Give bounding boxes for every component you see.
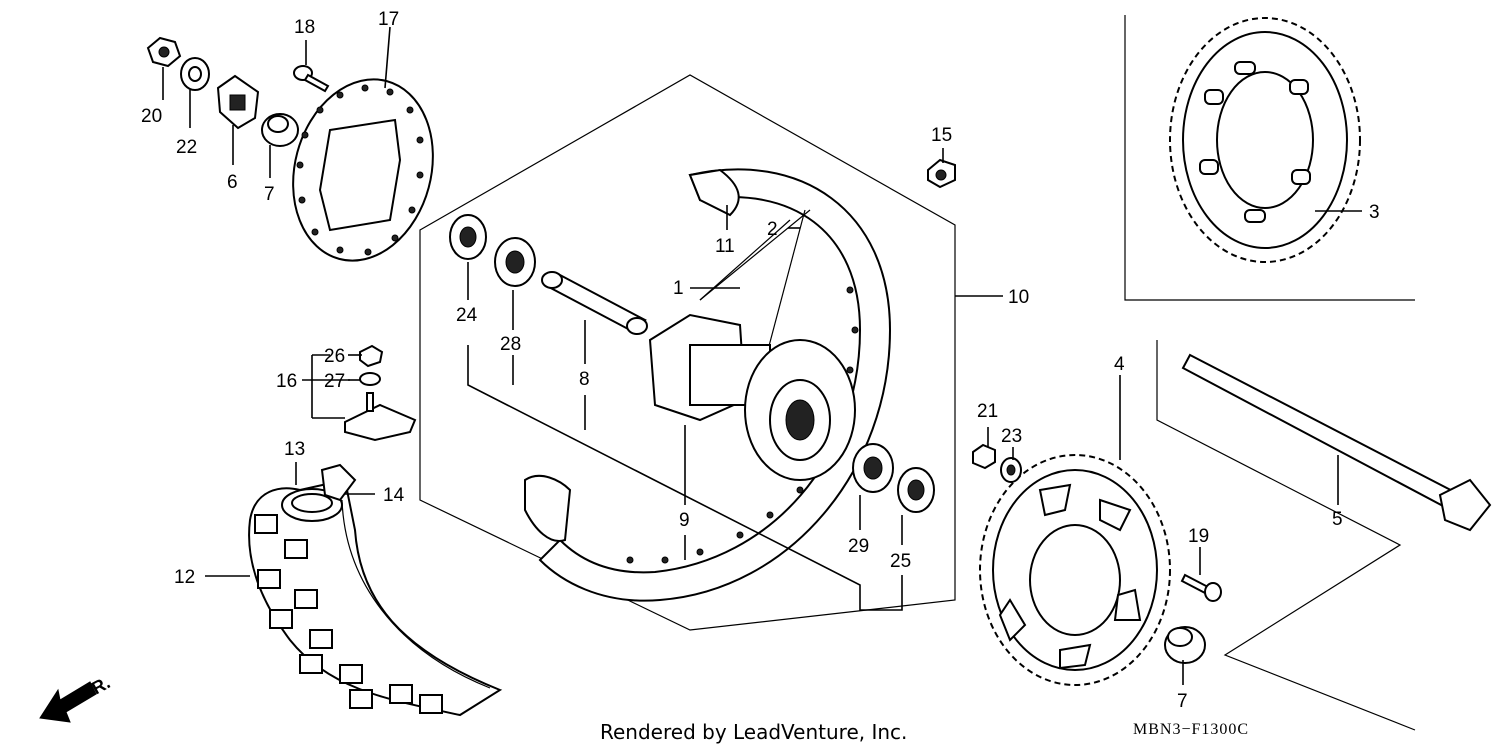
callout-29: 29 [848, 536, 869, 557]
callout-22: 22 [176, 137, 197, 158]
bolt-19-drawing [1180, 573, 1222, 602]
callout-9: 9 [679, 510, 690, 531]
rim-lock-drawing [344, 344, 417, 442]
front-direction-indicator: FR. [39, 672, 113, 723]
axle-5-drawing [1181, 353, 1492, 532]
callout-1: 1 [673, 278, 684, 299]
bearing-25-drawing [897, 467, 935, 513]
nut-15-drawing [927, 158, 956, 189]
callout-21: 21 [977, 401, 998, 422]
callout-10: 10 [1008, 287, 1029, 308]
axle-area-outline [1156, 340, 1416, 731]
callout-17: 17 [378, 9, 399, 30]
sprocket-4-cutouts [998, 483, 1142, 670]
washer-22-drawing [180, 57, 210, 91]
callout-13: 13 [284, 439, 305, 460]
diagram-code: MBN3−F1300C [1133, 721, 1249, 738]
callout-14: 14 [383, 485, 405, 506]
bearing-28-drawing [494, 237, 536, 287]
callout-11: 11 [715, 236, 735, 257]
final-sprocket-4-drawing [979, 454, 1171, 686]
collar-7-drawing [261, 113, 299, 147]
callout-19: 19 [1188, 526, 1209, 547]
sprocket-3-cutouts [1199, 61, 1311, 223]
driven-sprocket-3-drawing [1169, 17, 1361, 263]
nut-20-drawing [146, 36, 182, 68]
callout-labels: 1 2 3 4 5 6 7 7 8 9 10 11 12 13 14 15 16… [141, 9, 1380, 712]
axle-collar-drawing [541, 271, 648, 335]
callout-26: 26 [324, 346, 345, 367]
callout-18: 18 [294, 17, 315, 38]
callout-12: 12 [174, 567, 195, 588]
callout-3: 3 [1369, 202, 1380, 223]
washer-23-drawing [1000, 457, 1022, 483]
callout-7a: 7 [264, 184, 275, 205]
adjuster-6-drawing [216, 74, 260, 130]
brake-disk-drawing [292, 78, 434, 262]
bearing-29-drawing [852, 443, 894, 493]
callout-4: 4 [1114, 354, 1125, 375]
hub-drawing [648, 313, 856, 481]
callout-23: 23 [1001, 426, 1022, 447]
callout-15: 15 [931, 125, 952, 146]
nut-21-drawing [972, 443, 996, 470]
sprocket-frame [1124, 15, 1415, 301]
wheel-assembly-outline [419, 74, 956, 631]
collar-7b-drawing [1164, 626, 1206, 664]
callout-20: 20 [141, 106, 162, 127]
rendered-by-footer: Rendered by LeadVenture, Inc. [600, 720, 907, 744]
callout-28: 28 [500, 334, 521, 355]
callout-8: 8 [579, 369, 590, 390]
tire-knobs [254, 514, 443, 714]
callout-5: 5 [1332, 509, 1343, 530]
callout-6: 6 [227, 172, 238, 193]
bearing-24-drawing [449, 214, 487, 260]
leader-lines [162, 26, 1362, 685]
callout-27: 27 [324, 371, 345, 392]
disk-holes [296, 84, 424, 256]
arrow-down-left-icon [39, 681, 97, 723]
bolt-18-drawing [293, 65, 330, 93]
tire-drawing [248, 463, 503, 717]
callout-24: 24 [456, 305, 478, 326]
rim-drawing [524, 168, 892, 602]
callout-7b: 7 [1177, 691, 1188, 712]
callout-25: 25 [890, 551, 911, 572]
callout-16: 16 [276, 371, 297, 392]
callout-2: 2 [767, 219, 778, 240]
